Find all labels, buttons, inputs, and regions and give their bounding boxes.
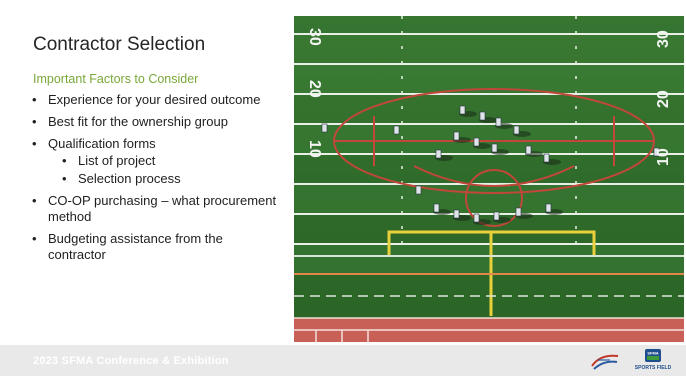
- sub-bullet-item: List of project: [48, 153, 278, 169]
- conference-logo: [590, 350, 620, 376]
- conference-logo-icon: [591, 354, 619, 370]
- bullet-item: Qualification forms List of project Sele…: [30, 136, 278, 187]
- slide-title: Contractor Selection: [33, 34, 206, 55]
- yard-number-right-20: 20: [655, 90, 672, 108]
- bullet-text: Qualification forms: [48, 136, 156, 151]
- sfma-logo-icon: SFMA SPORTS FIELD: [635, 349, 672, 371]
- sub-bullet-item: Selection process: [48, 171, 278, 187]
- footer-bar: 2023 SFMA Conference & Exhibition: [0, 345, 686, 376]
- field-photo: 30 20 10 30 20 10: [294, 16, 684, 342]
- yard-number-right-10: 10: [655, 148, 672, 166]
- sub-bullet-list: List of project Selection process: [48, 153, 278, 187]
- sfma-logo-caption: SPORTS FIELD: [635, 365, 672, 371]
- bullet-item: CO-OP purchasing – what procurement meth…: [30, 193, 278, 225]
- bullet-item: Budgeting assistance from the contractor: [30, 231, 278, 263]
- bullet-item: Best fit for the ownership group: [30, 114, 278, 130]
- bullet-list: Experience for your desired outcome Best…: [30, 92, 278, 269]
- field-photo-graphic: 30 20 10 30 20 10: [294, 16, 684, 342]
- yard-number-right-30: 30: [655, 30, 672, 48]
- sfma-logo-text: SFMA: [647, 351, 658, 356]
- sfma-logo: SFMA SPORTS FIELD: [630, 348, 676, 376]
- bullet-item: Experience for your desired outcome: [30, 92, 278, 108]
- slide-subtitle: Important Factors to Consider: [33, 72, 199, 86]
- yard-number-left-30: 30: [306, 28, 323, 46]
- yard-number-left-20: 20: [306, 80, 323, 98]
- footer-text: 2023 SFMA Conference & Exhibition: [33, 355, 229, 367]
- text-panel: Contractor Selection Important Factors t…: [0, 0, 280, 345]
- yard-number-left-10: 10: [306, 140, 323, 158]
